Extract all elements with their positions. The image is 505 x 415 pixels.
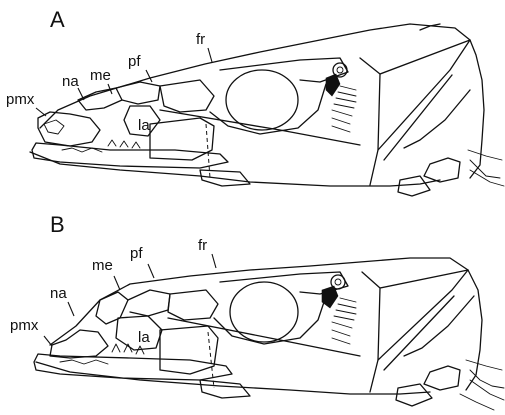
pf-leader-b [148, 264, 154, 278]
label-fr-a: fr [196, 31, 205, 48]
na-leader-b [68, 302, 74, 316]
label-pmx-a: pmx [6, 91, 35, 108]
fr-leader-a [208, 48, 212, 62]
label-me-b: me [92, 257, 113, 274]
label-na-a: na [62, 73, 79, 90]
panel-b-skull-drawing [34, 258, 504, 410]
panel-a-letter: A [50, 7, 65, 32]
label-fr-b: fr [198, 237, 207, 254]
label-la-b: la [138, 329, 150, 346]
panel-a-skull-drawing [30, 24, 504, 196]
panel-b: B [10, 212, 504, 410]
label-pf-b: pf [130, 245, 143, 262]
label-pf-a: pf [128, 53, 141, 70]
pmx-leader-b [44, 336, 52, 346]
pmx-leader-a [36, 108, 46, 116]
label-na-b: na [50, 285, 67, 302]
label-me-a: me [90, 67, 111, 84]
panel-a: A [6, 7, 504, 196]
me-leader-b [114, 276, 120, 290]
fr-leader-b [212, 254, 216, 268]
label-la-a: la [138, 117, 150, 134]
panel-b-letter: B [50, 212, 65, 237]
pf-leader-a [146, 70, 152, 82]
label-pmx-b: pmx [10, 317, 39, 334]
